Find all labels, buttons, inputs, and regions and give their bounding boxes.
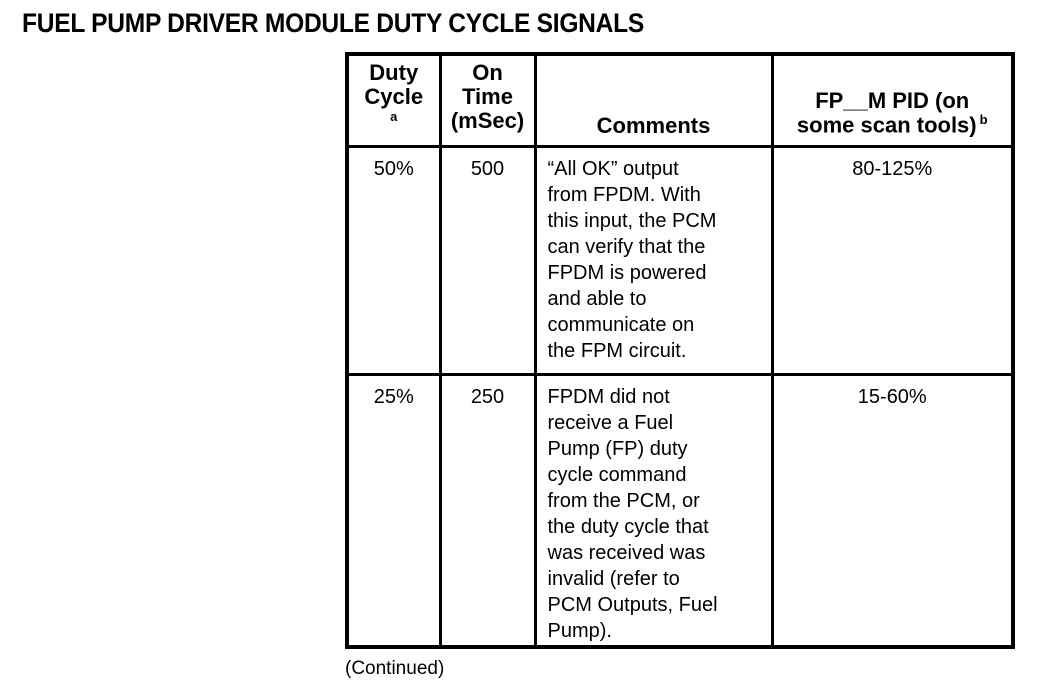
duty-cycle-value: 25% bbox=[345, 372, 442, 649]
col-header-fp-m-pid-label: FP__M PID (on some scan tools) bbox=[796, 88, 977, 138]
col-header-on-time-label: On Time (mSec) bbox=[450, 60, 525, 133]
footnote-marker-b: b bbox=[979, 112, 988, 128]
comments-text: “All OK” output from FPDM. With this inp… bbox=[533, 144, 774, 376]
col-header-on-time: On Time (mSec) bbox=[438, 52, 537, 148]
table-header-row: Duty Cycle a On Time (mSec) Comments FP_… bbox=[345, 52, 1015, 148]
col-header-comments: Comments bbox=[533, 52, 774, 148]
comments-text: FPDM did not receive a Fuel Pump (FP) du… bbox=[533, 372, 774, 649]
table-row: 25% 250 FPDM did not receive a Fuel Pump… bbox=[345, 372, 1015, 649]
continued-note: (Continued) bbox=[345, 658, 445, 679]
fp-m-pid-value: 80-125% bbox=[770, 144, 1015, 376]
table-row: 50% 500 “All OK” output from FPDM. With … bbox=[345, 144, 1015, 376]
duty-cycle-value: 50% bbox=[345, 144, 442, 376]
footnote-marker-a: a bbox=[390, 109, 398, 124]
col-header-duty-cycle-label: Duty Cycle bbox=[364, 60, 424, 109]
page-title: FUEL PUMP DRIVER MODULE DUTY CYCLE SIGNA… bbox=[22, 8, 644, 38]
col-header-fp-m-pid: FP__M PID (on some scan tools)b bbox=[770, 52, 1015, 148]
fp-m-pid-value: 15-60% bbox=[770, 372, 1015, 649]
duty-cycle-signals-table: Duty Cycle a On Time (mSec) Comments FP_… bbox=[345, 52, 1015, 649]
on-time-value: 500 bbox=[438, 144, 537, 376]
on-time-value: 250 bbox=[438, 372, 537, 649]
col-header-duty-cycle: Duty Cycle a bbox=[345, 52, 442, 148]
col-header-comments-label: Comments bbox=[596, 112, 711, 138]
